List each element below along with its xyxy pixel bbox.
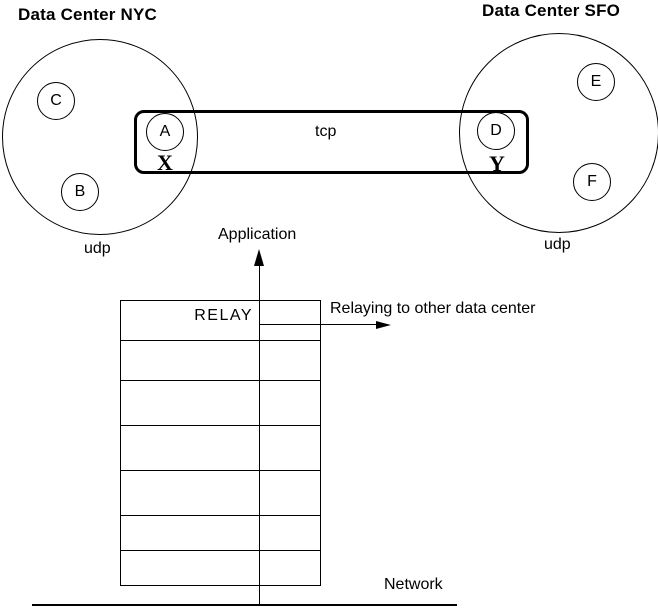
node-c: C: [37, 82, 75, 120]
protocol-stack-table: [120, 300, 321, 586]
node-d-label: D: [490, 122, 502, 139]
nyc-udp-domain-circle: [2, 39, 198, 235]
sfo-udp-label: udp: [544, 236, 571, 253]
up-arrowhead-icon: [254, 249, 264, 266]
stack-row-line: [120, 515, 321, 516]
node-e-label: E: [590, 73, 602, 90]
stack-row-line: [120, 425, 321, 426]
node-c-label: C: [50, 92, 62, 109]
relay-arrow-line: [260, 324, 378, 325]
node-b: B: [61, 173, 99, 211]
stack-row-line: [120, 470, 321, 471]
nyc-udp-label: udp: [84, 240, 111, 257]
endpoint-x-label: X: [157, 150, 173, 175]
tcp-pipe: [134, 110, 529, 174]
application-label: Application: [218, 226, 297, 243]
node-a: A: [146, 113, 184, 151]
stack-row-line: [120, 380, 321, 381]
sfo-title: Data Center SFO: [482, 1, 621, 20]
sfo-udp-domain-circle: [459, 33, 658, 233]
right-arrowhead-icon: [376, 321, 391, 329]
stack-row-line: [120, 340, 321, 341]
node-d: D: [477, 112, 515, 150]
stack-vertical-line: [259, 264, 260, 605]
node-f: F: [573, 163, 611, 201]
node-a-label: A: [159, 123, 171, 140]
relaying-annotation: Relaying to other data center: [330, 300, 536, 317]
network-base-line: [32, 604, 457, 606]
tcp-label: tcp: [315, 123, 337, 140]
stack-row-line: [120, 550, 321, 551]
relay-row-label: RELAY: [194, 307, 253, 324]
network-label: Network: [384, 576, 443, 593]
node-e: E: [577, 63, 615, 101]
endpoint-y-label: Y: [489, 151, 505, 176]
nyc-title: Data Center NYC: [18, 5, 158, 24]
node-b-label: B: [74, 183, 86, 200]
node-f-label: F: [587, 173, 597, 190]
